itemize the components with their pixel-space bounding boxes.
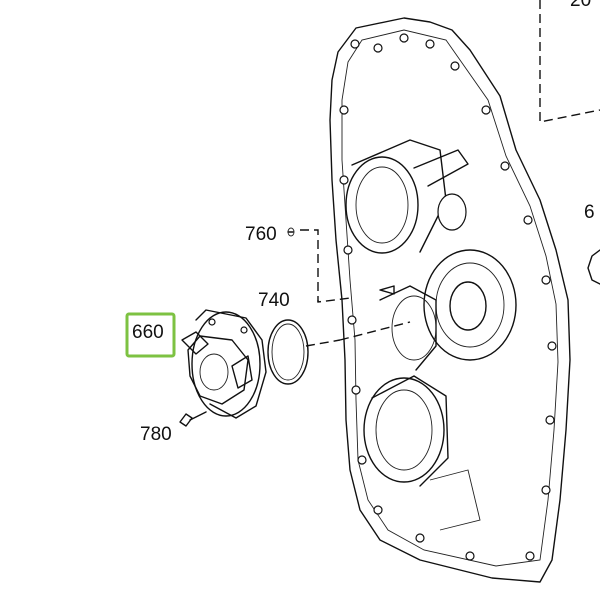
- callout-highlight-box: [125, 312, 176, 358]
- callout-label-780: 780: [140, 424, 172, 445]
- right-partial-part: [587, 249, 600, 285]
- lower-bore: [363, 375, 481, 531]
- leader-lines: [287, 227, 411, 347]
- screw-780: [179, 411, 207, 427]
- callout-label-top-right-partial: 20: [570, 0, 591, 11]
- callout-label-760: 760: [245, 224, 277, 245]
- callout-label-right-partial: 6: [584, 202, 595, 223]
- callout-660: 660: [125, 312, 176, 358]
- callout-label-660: 660: [132, 322, 164, 343]
- middle-bore: [379, 249, 517, 371]
- top-right-dashed-bracket: [539, 0, 600, 123]
- housing-plate: [329, 17, 571, 583]
- upper-bore: [345, 139, 469, 254]
- o-ring-740: [267, 319, 309, 385]
- pump-cover-660: [181, 309, 267, 419]
- callout-label-740: 740: [258, 290, 290, 311]
